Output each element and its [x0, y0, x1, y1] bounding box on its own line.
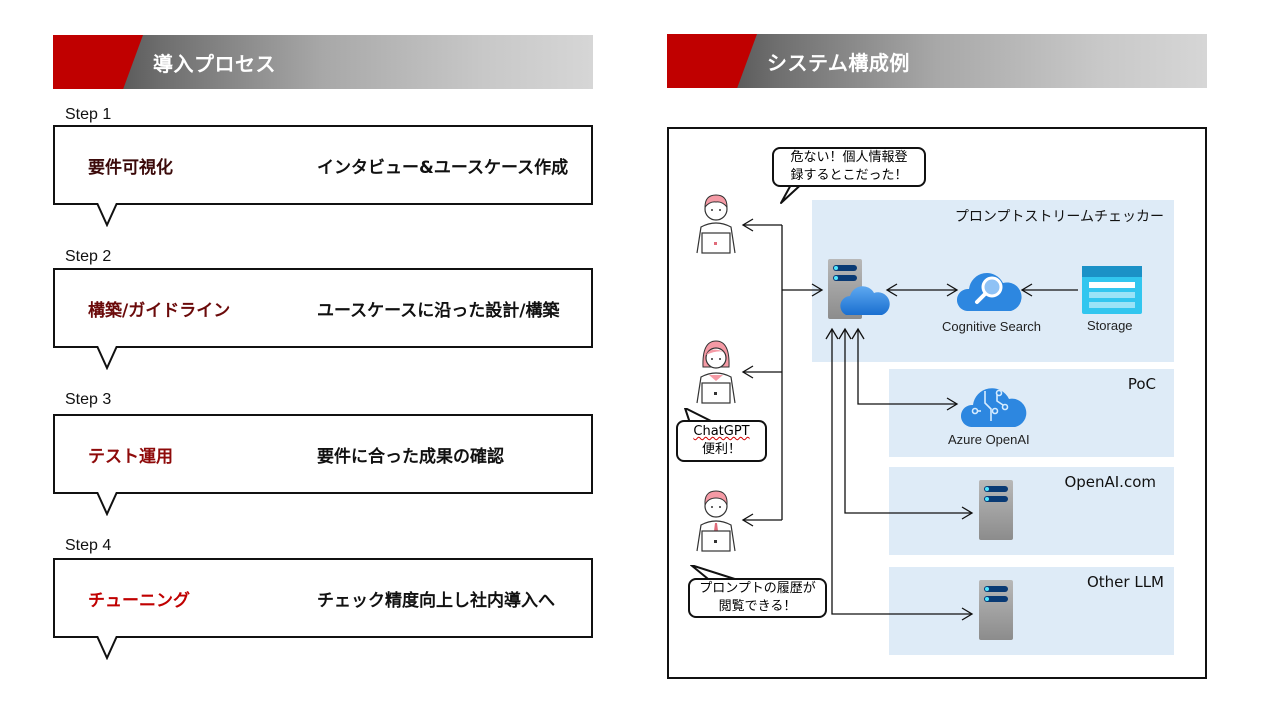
arrowhead-other-llm	[961, 607, 974, 621]
system-section-title: システム構成例	[767, 50, 910, 75]
arrowhead-server-left	[885, 283, 898, 297]
step-1-name: 要件可視化	[88, 157, 173, 178]
speech-bubble-2: ChatGPT 便利！	[676, 420, 767, 462]
step-2-label: Step 2	[65, 248, 112, 265]
arrowhead-server-up-2	[838, 327, 852, 340]
bubble-2-line-1: ChatGPT	[693, 424, 750, 439]
process-section-title: 導入プロセス	[153, 51, 276, 76]
process-section-header: 導入プロセス	[53, 35, 593, 89]
arrowhead-server-up-1	[825, 327, 839, 340]
cognitive-search-icon	[957, 273, 1022, 311]
arrowhead-user-2	[741, 365, 754, 379]
step-2-tail-arrow	[96, 346, 118, 370]
connector-lines	[741, 218, 1078, 621]
connector-azure-openai	[857, 329, 957, 405]
step-3-name: テスト運用	[88, 446, 173, 467]
zone-other-llm: Other LLM	[889, 567, 1174, 655]
arrowhead-user-1	[741, 218, 754, 232]
connector-other-llm	[831, 329, 972, 615]
step-2-box: 構築/ガイドライン ユースケースに沿った設計/構築	[53, 268, 593, 348]
azure-openai-label: Azure OpenAI	[948, 432, 1030, 447]
step-2-name: 構築/ガイドライン	[88, 300, 231, 321]
step-1-box: 要件可視化 インタビュー&ユースケース作成	[53, 125, 593, 205]
step-4-tail-arrow	[96, 636, 118, 660]
arrowhead-user-3	[741, 513, 754, 527]
step-3-label: Step 3	[65, 391, 112, 408]
zone-poc-label: PoC	[1127, 375, 1156, 393]
bubble-3-line-2: 閲覧できる！	[718, 599, 797, 614]
step-1-label: Step 1	[65, 106, 112, 123]
bubble-3-line-1: プロンプトの履歴が	[699, 581, 816, 596]
arrowhead-azure-openai	[946, 397, 959, 411]
arrowhead-server-up-3	[851, 327, 865, 340]
step-3-tail-arrow	[96, 492, 118, 516]
bubble-2-line-2: 便利！	[701, 442, 741, 457]
header-gradient	[667, 34, 1207, 88]
arrowhead-search-from-storage	[1020, 283, 1033, 297]
bubble-1-line-2: 録するとこだった！	[790, 168, 908, 183]
storage-label: Storage	[1087, 318, 1133, 333]
step-4-name: チューニング	[88, 590, 190, 611]
server-cloud-icon	[828, 259, 890, 319]
user-2-avatar-icon	[696, 340, 736, 404]
cognitive-search-label: Cognitive Search	[942, 319, 1041, 334]
storage-icon	[1082, 266, 1142, 314]
step-3-box: テスト運用 要件に合った成果の確認	[53, 414, 593, 494]
step-3-desc: 要件に合った成果の確認	[317, 446, 504, 467]
arrowhead-server	[811, 283, 824, 297]
other-llm-server-icon	[979, 580, 1013, 640]
openai-com-server-icon	[979, 480, 1013, 540]
speech-bubble-1: 危ない！個人情報登 録するとこだった！	[772, 147, 926, 187]
step-4-box: チューニング チェック精度向上し社内導入へ	[53, 558, 593, 638]
arrowhead-openai-com	[961, 506, 974, 520]
bubble-1-line-1: 危ない！個人情報登	[790, 150, 908, 165]
step-2-desc: ユースケースに沿った設計/構築	[317, 300, 560, 321]
zone-checker-label: プロンプトストリームチェッカー	[954, 209, 1164, 225]
step-4-desc: チェック精度向上し社内導入へ	[317, 590, 555, 611]
zone-openai-com-label: OpenAI.com	[1064, 473, 1156, 491]
header-gradient	[53, 35, 593, 89]
user-3-avatar-icon	[696, 490, 736, 552]
system-diagram: プロンプトストリームチェッカー PoC OpenAI.com Other LLM	[667, 127, 1207, 679]
step-1-tail-arrow	[96, 203, 118, 227]
speech-bubble-3: プロンプトの履歴が 閲覧できる！	[688, 578, 827, 618]
zone-openai-com: OpenAI.com	[889, 467, 1174, 555]
azure-openai-icon	[961, 388, 1027, 427]
zone-other-llm-label: Other LLM	[1086, 573, 1164, 591]
step-1-desc: インタビュー&ユースケース作成	[317, 157, 569, 178]
user-1-avatar-icon	[696, 194, 736, 254]
system-section-header: システム構成例	[667, 34, 1207, 88]
arrowhead-search-right	[946, 283, 959, 297]
step-4-label: Step 4	[65, 537, 112, 554]
connector-openai-com	[844, 329, 972, 514]
zone-poc: PoC	[889, 369, 1174, 457]
